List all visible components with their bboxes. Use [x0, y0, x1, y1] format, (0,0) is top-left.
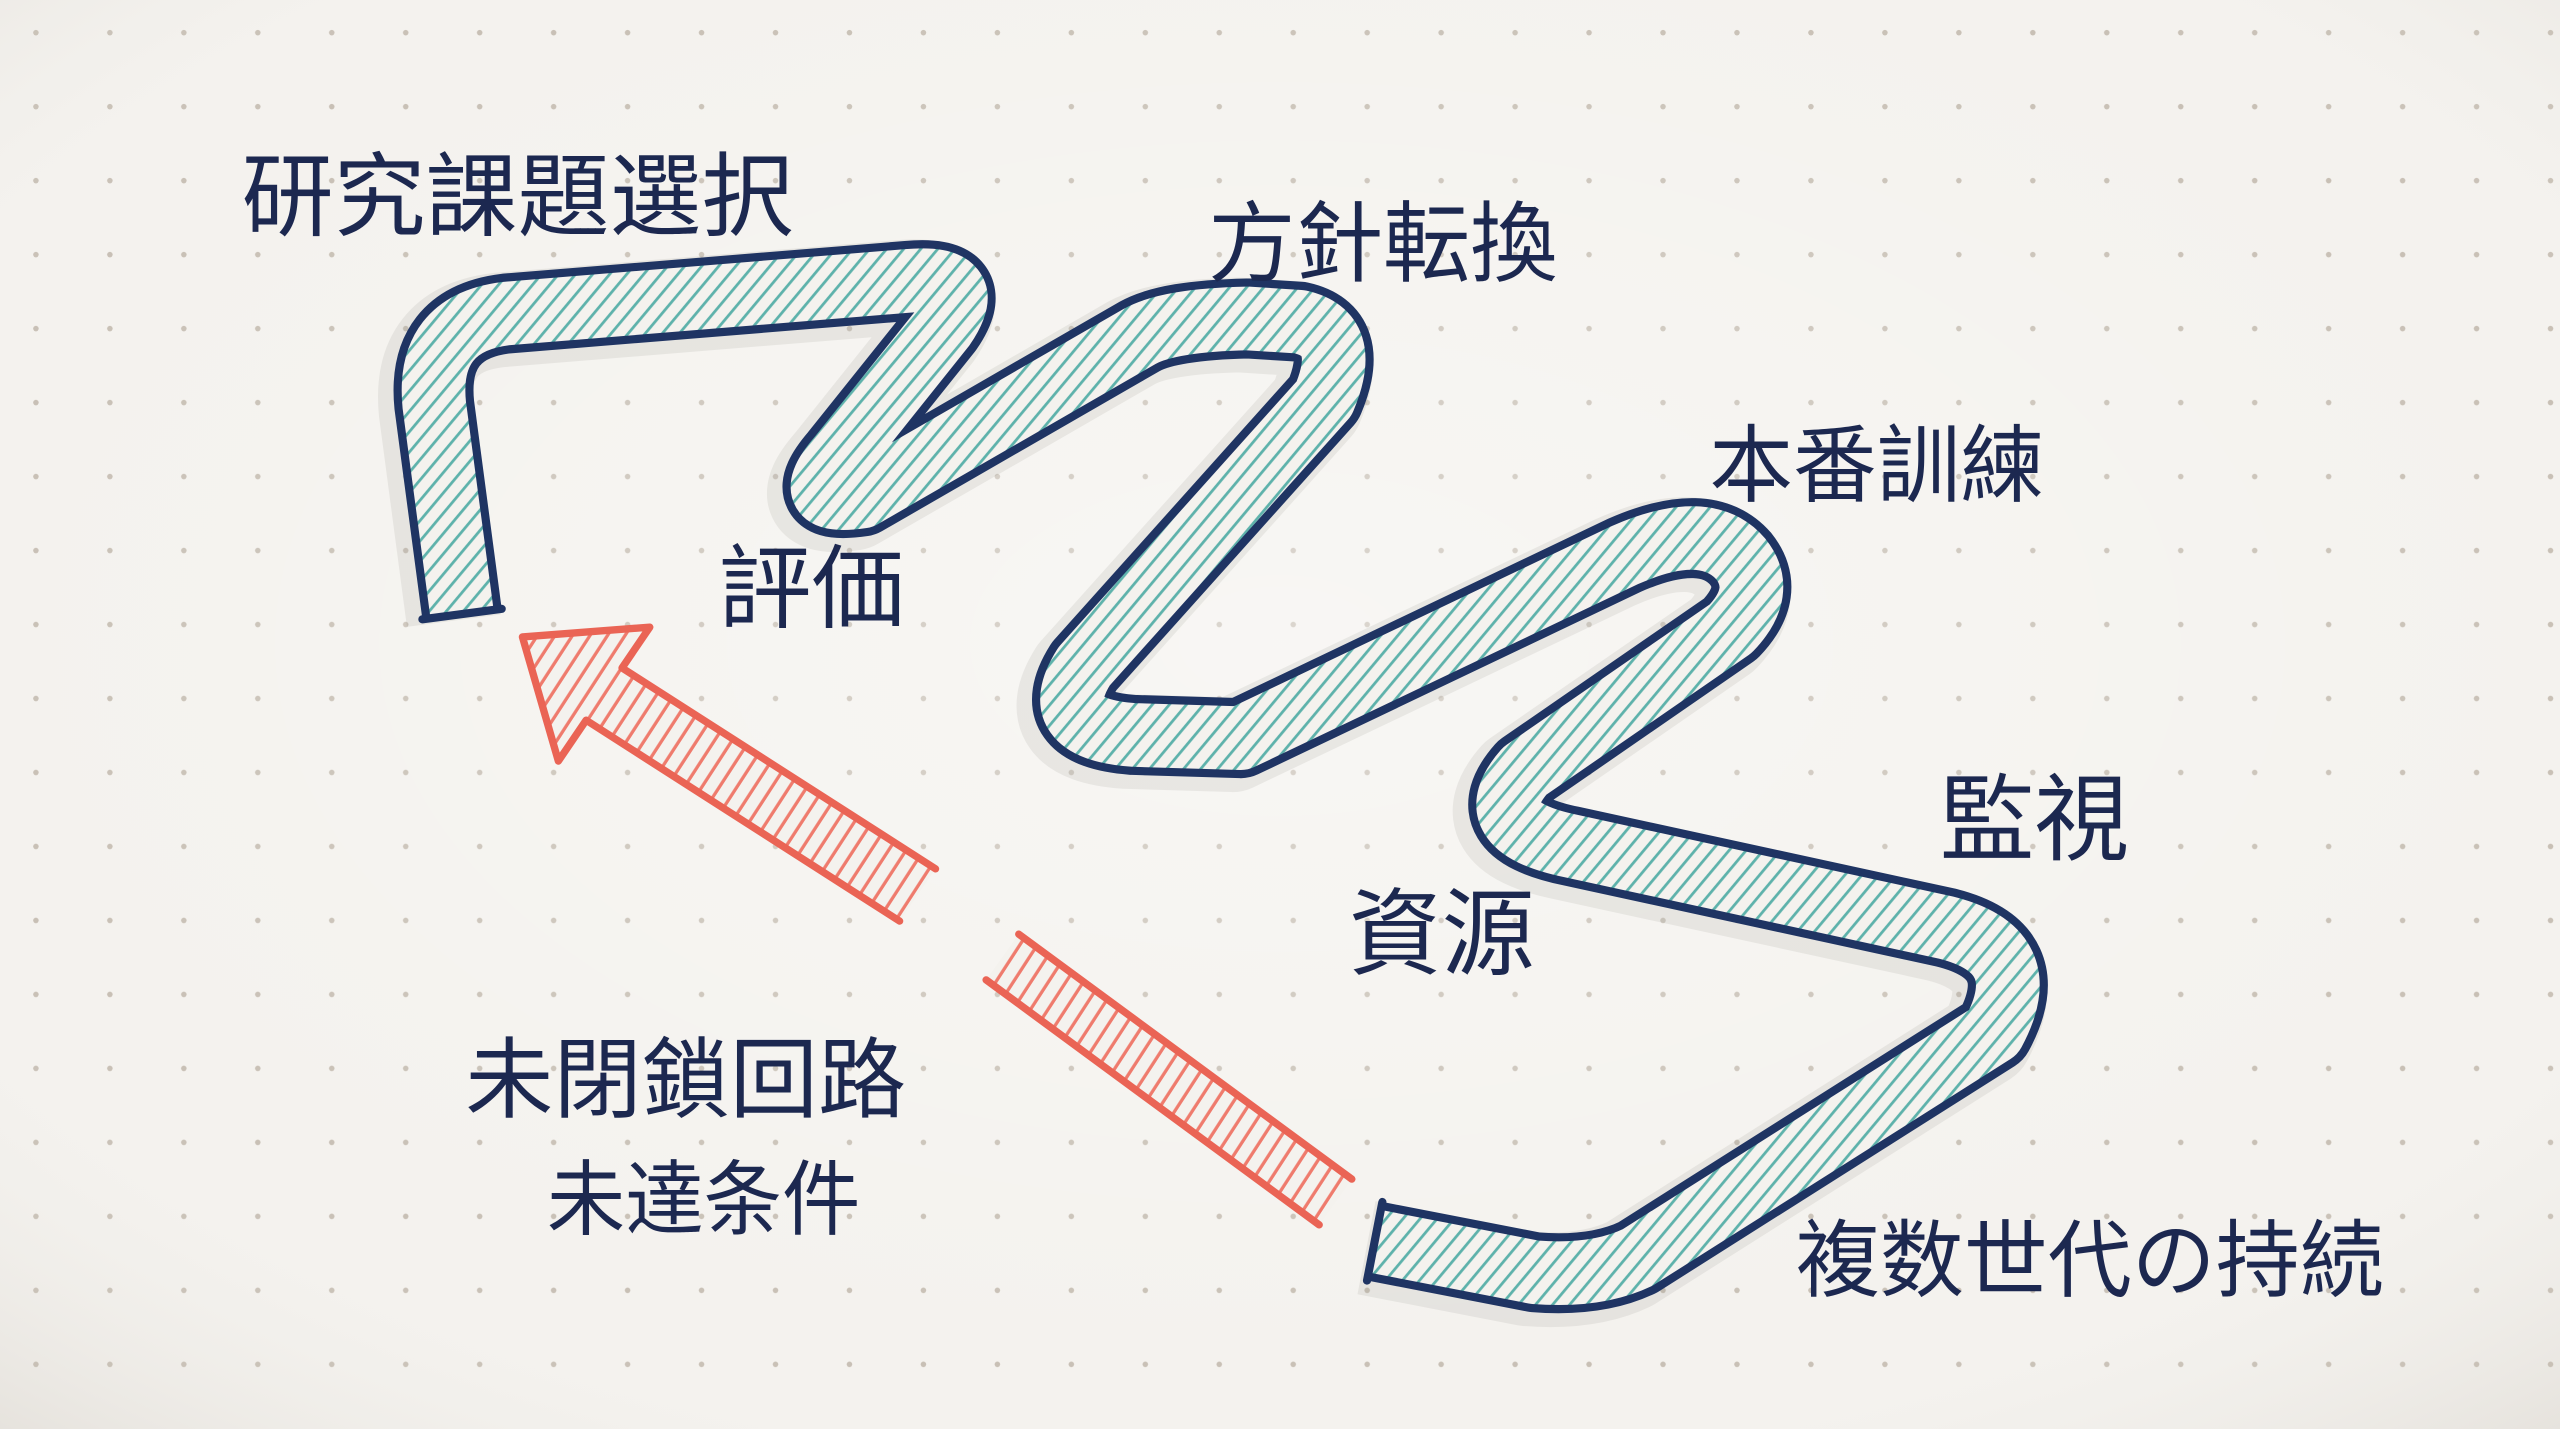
label-evaluation: 評価 — [718, 536, 904, 643]
red-bar-edges — [982, 930, 1356, 1229]
ribbon-hatched-fill — [401, 248, 2040, 1306]
winding-ribbon — [378, 239, 2048, 1328]
label-resources: 資源 — [1349, 880, 1535, 990]
label-monitoring: 監視 — [1940, 765, 2129, 875]
red-arrow-fill — [522, 627, 936, 922]
label-unclosed-circuit: 未閉鎖回路 — [465, 1029, 906, 1132]
red-bar-top-edge — [1015, 930, 1356, 1183]
label-multi-generation-persistence: 複数世代の持続 — [1796, 1212, 2384, 1311]
label-research-topic-selection: 研究課題選択 — [242, 144, 794, 251]
ribbon-end-caps — [418, 604, 1387, 1285]
label-unmet-conditions: 未達条件 — [547, 1153, 860, 1248]
label-policy-change: 方針転換 — [1208, 192, 1557, 295]
red-bar-bottom-edge — [982, 976, 1323, 1229]
label-production-training: 本番訓練 — [1709, 417, 2044, 516]
red-arrow-outline — [518, 623, 940, 925]
red-bar-fill — [986, 934, 1352, 1225]
red-bar — [982, 930, 1356, 1229]
red-arrow — [518, 623, 940, 925]
labels: 研究課題選択 方針転換 本番訓練 評価 監視 資源 未閉鎖回路 未達条件 複数世… — [242, 144, 2384, 1312]
ribbon-end-cap — [1362, 1197, 1387, 1285]
ribbon-start-cap — [418, 604, 506, 624]
